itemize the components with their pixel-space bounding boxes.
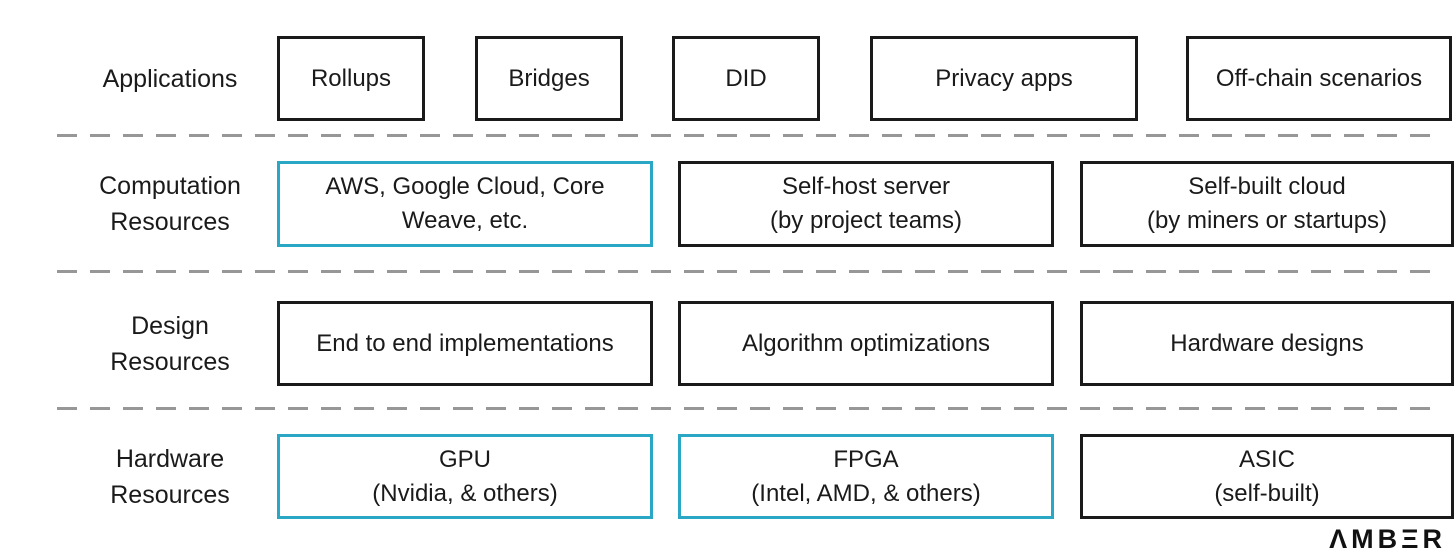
layer-computation-resources: Computation Resources AWS, Google Cloud,… — [0, 161, 1456, 247]
box-text: AWS, Google Cloud, Core — [325, 173, 605, 200]
layer-divider — [57, 270, 1441, 273]
box-asic: ASIC (self-built) — [1080, 434, 1454, 519]
box-text: Hardware designs — [1170, 329, 1364, 357]
box-did: DID — [672, 36, 820, 121]
label-line: Computation — [99, 172, 241, 200]
layer-hardware-resources: Hardware Resources GPU (Nvidia, & others… — [0, 434, 1456, 519]
row-label-applications: Applications — [62, 36, 278, 121]
row-label-hardware-resources: Hardware Resources — [62, 434, 278, 519]
label-line: Resources — [110, 480, 230, 509]
box-text: DID — [725, 64, 767, 92]
box-text: Bridges — [508, 64, 590, 92]
row-label-design-resources: Design Resources — [62, 301, 278, 386]
box-text: End to end implementations — [316, 329, 614, 357]
label-line: Design — [131, 311, 209, 340]
box-text: FPGA — [833, 445, 899, 473]
box-text: (self-built) — [1214, 479, 1320, 507]
box-text: Self-host server — [781, 173, 951, 200]
label-line: Resources — [110, 208, 230, 236]
box-rollups: Rollups — [277, 36, 425, 121]
box-text: (Intel, AMD, & others) — [751, 479, 981, 507]
box-self-host-server: Self-host server (by project teams) — [678, 161, 1054, 247]
box-text: ASIC — [1238, 445, 1295, 473]
label-line: Hardware — [115, 444, 225, 473]
layer-divider — [57, 134, 1441, 137]
box-text: GPU — [438, 445, 491, 473]
box-text: (by project teams) — [769, 207, 963, 234]
label-line: Applications — [102, 64, 238, 93]
row-label-computation-resources: Computation Resources — [62, 161, 278, 247]
box-algorithm-optimizations: Algorithm optimizations — [678, 301, 1054, 386]
amber-logo: ΛMBΞR — [1329, 524, 1446, 554]
box-bridges: Bridges — [475, 36, 623, 121]
box-text: Privacy apps — [935, 64, 1073, 92]
box-end-to-end-implementations: End to end implementations — [277, 301, 653, 386]
box-text: Rollups — [310, 64, 392, 92]
box-text: Weave, etc. — [401, 207, 529, 234]
box-text: (by miners or startups) — [1146, 207, 1388, 234]
label-line: Resources — [110, 347, 230, 376]
box-self-built-cloud: Self-built cloud (by miners or startups) — [1080, 161, 1454, 247]
layer-applications: Applications Rollups Bridges DID Privacy… — [0, 36, 1456, 121]
box-text: Off-chain scenarios — [1215, 64, 1423, 92]
layer-design-resources: Design Resources End to end implementati… — [0, 301, 1456, 386]
box-gpu: GPU (Nvidia, & others) — [277, 434, 653, 519]
box-public-cloud-providers: AWS, Google Cloud, Core Weave, etc. — [277, 161, 653, 247]
layer-divider — [57, 407, 1441, 410]
box-privacy-apps: Privacy apps — [870, 36, 1138, 121]
box-fpga: FPGA (Intel, AMD, & others) — [678, 434, 1054, 519]
box-hardware-designs: Hardware designs — [1080, 301, 1454, 386]
box-text: (Nvidia, & others) — [372, 479, 558, 507]
box-text: Self-built cloud — [1188, 173, 1346, 200]
box-text: Algorithm optimizations — [741, 329, 991, 357]
box-off-chain-scenarios: Off-chain scenarios — [1186, 36, 1452, 121]
